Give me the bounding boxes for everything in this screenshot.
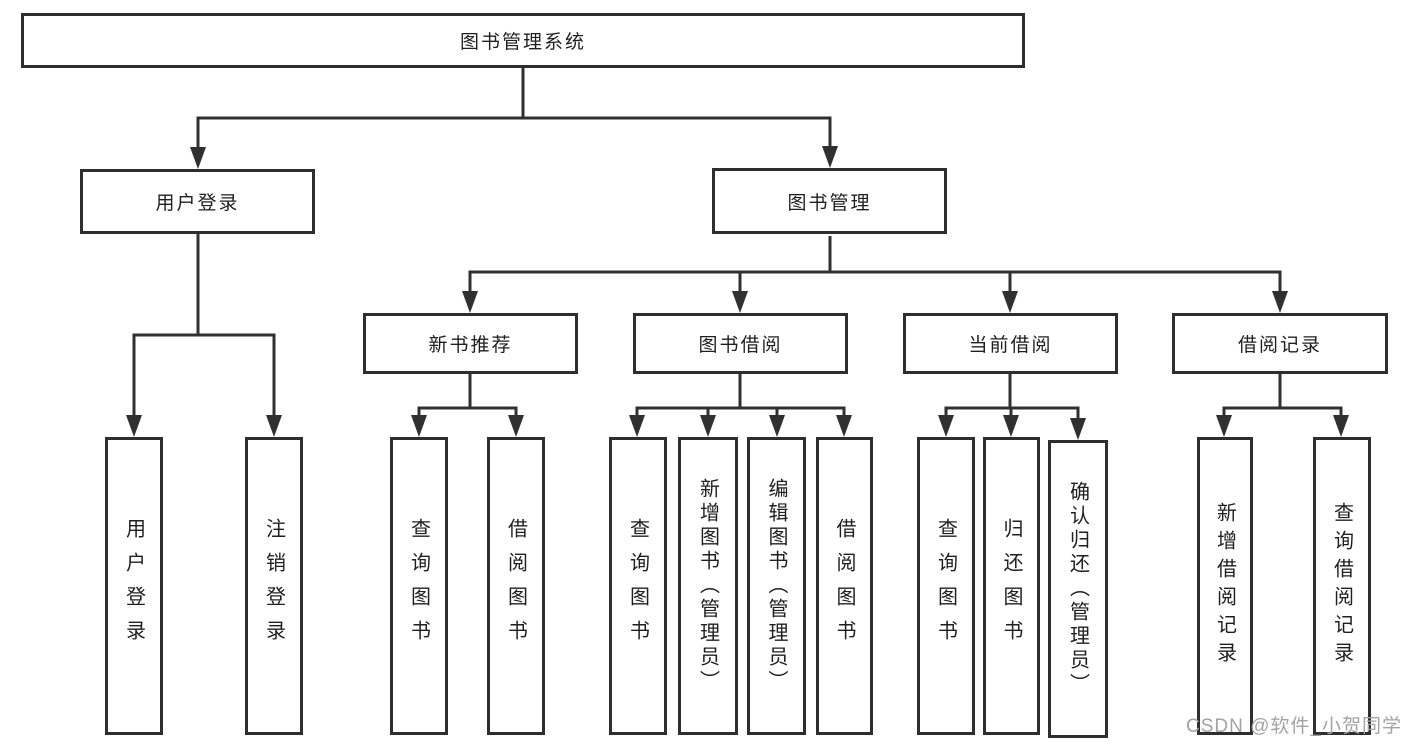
- leaf-borrow-add-books-admin: 新增图书（管理员）: [678, 437, 738, 735]
- leaf-logout: 注销登录: [245, 437, 303, 735]
- node-book-management: 图书管理: [712, 168, 947, 234]
- node-current-borrow: 当前借阅: [903, 313, 1118, 374]
- connector-user-login-branch: [126, 234, 282, 437]
- leaf-records-query-borrow-record: 查询借阅记录: [1313, 437, 1371, 735]
- leaf-borrow-borrow-books: 借阅图书: [816, 437, 873, 735]
- connector-book-borrow-branch: [629, 374, 852, 437]
- leaf-borrow-query-books: 查询图书: [609, 437, 667, 735]
- node-book-borrow: 图书借阅: [633, 313, 848, 374]
- leaf-current-return-books: 归还图书: [983, 437, 1040, 735]
- leaf-current-confirm-return-admin: 确认归还（管理员）: [1048, 440, 1108, 738]
- leaf-recommend-borrow-books: 借阅图书: [487, 437, 545, 735]
- csdn-watermark: CSDN @软件_小贺同学: [1186, 716, 1402, 737]
- node-borrow-records: 借阅记录: [1172, 313, 1388, 374]
- leaf-user-login: 用户登录: [105, 437, 163, 735]
- leaf-recommend-query-books: 查询图书: [390, 437, 448, 735]
- leaf-current-query-books: 查询图书: [917, 437, 975, 735]
- connector-root-to-level2: [190, 68, 838, 169]
- node-library-system: 图书管理系统: [21, 13, 1025, 68]
- node-new-book-recommend: 新书推荐: [363, 313, 578, 374]
- connector-current-borrow-branch: [938, 374, 1086, 440]
- leaf-borrow-edit-books-admin: 编辑图书（管理员）: [747, 437, 806, 735]
- leaf-records-add-borrow-record: 新增借阅记录: [1197, 437, 1253, 735]
- connector-book-management-branch: [462, 236, 1288, 313]
- connector-borrow-records-branch: [1216, 374, 1349, 437]
- node-user-login: 用户登录: [80, 169, 315, 234]
- connector-new-book-recommend-branch: [411, 374, 524, 437]
